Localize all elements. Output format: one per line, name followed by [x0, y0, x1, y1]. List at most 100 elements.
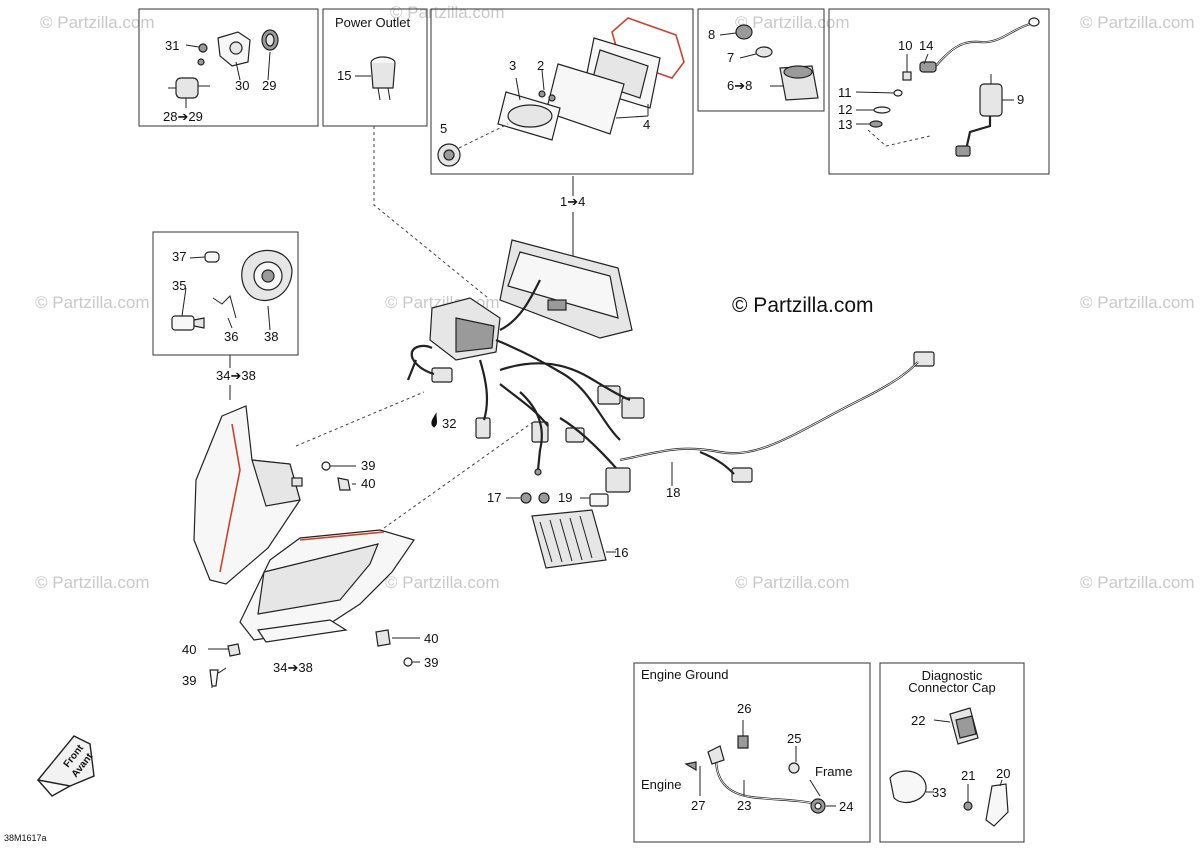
callout-40-upper: 40 — [361, 476, 375, 491]
watermark: © Partzilla.com — [35, 573, 150, 592]
watermark: © Partzilla.com — [35, 293, 150, 312]
callout-17: 17 — [487, 490, 501, 505]
callout-16: 16 — [614, 545, 628, 560]
callout-3: 3 — [509, 58, 516, 73]
watermark: © Partzilla.com — [40, 13, 155, 32]
main-harness — [373, 126, 935, 493]
callout-10: 10 — [898, 38, 912, 53]
callout-37: 37 — [172, 249, 186, 264]
front-arrow-icon: Front Avant — [36, 735, 96, 797]
ignition-parts — [719, 24, 819, 101]
callout-5: 5 — [440, 121, 447, 136]
halogen-bulb — [171, 315, 195, 331]
engine-ground-title: Engine Ground — [641, 667, 728, 682]
inset-box-diagnostic — [879, 662, 1025, 843]
inset-box-ignition — [697, 8, 825, 112]
callout-40-right: 40 — [424, 631, 438, 646]
cluster-exploded — [437, 17, 685, 167]
screw — [538, 90, 546, 98]
engine-label: Engine — [641, 777, 681, 792]
drawing-code: 38M1617a — [4, 833, 47, 843]
brand-text: © Partzilla.com — [732, 294, 874, 317]
fasteners — [208, 461, 420, 688]
callout-34-38-upper: 34➔38 — [216, 368, 256, 383]
callout-40-left: 40 — [182, 642, 196, 657]
callout-36: 36 — [224, 329, 238, 344]
callout-38: 38 — [264, 329, 278, 344]
diagnostic-cap-title-line2: Connector Cap — [908, 680, 995, 695]
callout-39-upper: 39 — [361, 458, 375, 473]
retaining-spring — [212, 295, 237, 319]
watermark: © Partzilla.com — [1080, 293, 1195, 312]
headlamp-lower — [239, 419, 537, 643]
ignition-nut — [755, 46, 773, 58]
callout-4: 4 — [643, 117, 650, 132]
callout-30: 30 — [235, 78, 249, 93]
ground-cable — [684, 720, 836, 814]
watermark: © Partzilla.com — [1080, 13, 1195, 32]
coiled-cable — [931, 22, 1031, 71]
strap — [889, 770, 927, 803]
watermark: © Partzilla.com — [735, 13, 850, 32]
sensor-parts — [855, 17, 1040, 157]
clip — [985, 783, 1009, 827]
bracket-assembly — [168, 29, 279, 108]
diagnostic-cap-title-line1: Diagnostic — [922, 668, 983, 683]
inset-box-cluster — [430, 8, 694, 175]
callout-14: 14 — [919, 38, 933, 53]
callout-6-8: 6➔8 — [727, 78, 752, 93]
watermark: © Partzilla.com — [1080, 573, 1195, 592]
voltage-regulator — [506, 492, 616, 569]
washer — [197, 58, 205, 66]
callout-9: 9 — [1017, 92, 1024, 107]
callout-31: 31 — [165, 38, 179, 53]
callout-8: 8 — [708, 27, 715, 42]
diagnostic-parts — [889, 707, 1009, 827]
inset-box-power-outlet — [322, 8, 428, 127]
callout-34-38-lower: 34➔38 — [273, 660, 313, 675]
watermark: © Partzilla.com — [385, 573, 500, 592]
headlamp-upper — [193, 391, 425, 585]
inset-box-sensor — [828, 8, 1050, 175]
callout-28-29: 28➔29 — [163, 109, 203, 124]
frame-label: Frame — [815, 764, 853, 779]
callout-11: 11 — [838, 85, 852, 100]
callout-32: 32 — [442, 416, 456, 431]
headlamp-housing — [193, 405, 301, 585]
power-outlet-title: Power Outlet — [335, 15, 411, 30]
power-outlet-part — [355, 56, 396, 101]
outlet-body — [370, 62, 396, 89]
inset-box-bracket — [138, 8, 319, 127]
callout-33: 33 — [932, 785, 946, 800]
callout-18: 18 — [666, 485, 680, 500]
callout-24: 24 — [839, 799, 853, 814]
cable-clip — [919, 61, 937, 73]
callout-1-4: 1➔4 — [560, 194, 585, 209]
callout-21: 21 — [961, 768, 975, 783]
regulator-body — [531, 509, 607, 569]
callout-7: 7 — [727, 50, 734, 65]
callout-25: 25 — [787, 731, 801, 746]
bulb-socket — [175, 77, 199, 99]
callout-27: 27 — [691, 798, 705, 813]
callout-29: 29 — [262, 78, 276, 93]
speed-sensor — [979, 83, 1003, 117]
callout-19: 19 — [558, 490, 572, 505]
inset-boxes — [138, 8, 1050, 843]
cap — [204, 251, 220, 263]
callout-26: 26 — [737, 701, 751, 716]
drop-icon — [431, 412, 437, 428]
callout-12: 12 — [838, 102, 852, 117]
nut — [198, 43, 208, 53]
callout-13: 13 — [838, 117, 852, 132]
watermark: © Partzilla.com — [735, 573, 850, 592]
watermarks: © Partzilla.com © Partzilla.com © Partzi… — [35, 3, 1195, 592]
headlamp-bulb-parts — [171, 249, 293, 331]
ignition-key — [735, 24, 753, 40]
callout-15: 15 — [337, 68, 351, 83]
callout-23: 23 — [737, 798, 751, 813]
callout-39-left: 39 — [182, 673, 196, 688]
inset-box-engine-ground — [633, 662, 871, 843]
bracket-hole — [229, 41, 243, 55]
